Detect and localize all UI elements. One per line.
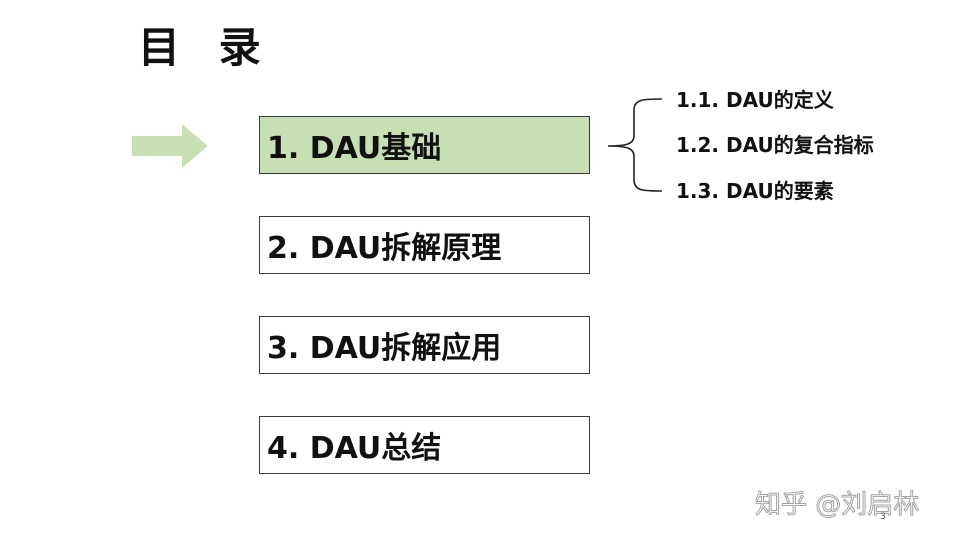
right-arrow-icon: [132, 124, 208, 168]
subsection-item-2[interactable]: 1.2. DAU的复合指标: [676, 133, 874, 157]
toc-item-2[interactable]: 2. DAU拆解原理: [259, 216, 590, 274]
subsection-item-1[interactable]: 1.1. DAU的定义: [676, 88, 834, 112]
toc-item-3[interactable]: 3. DAU拆解应用: [259, 316, 590, 374]
page-title: 目 录: [138, 23, 273, 72]
watermark: 知乎 @刘启林: [754, 490, 920, 521]
subsection-item-3[interactable]: 1.3. DAU的要素: [676, 179, 834, 203]
toc-item-label: 2. DAU拆解原理: [267, 231, 502, 266]
toc-item-1[interactable]: 1. DAU基础: [259, 116, 590, 174]
toc-item-label: 1. DAU基础: [267, 131, 442, 166]
toc-item-4[interactable]: 4. DAU总结: [259, 416, 590, 474]
toc-item-label: 4. DAU总结: [267, 431, 442, 466]
curly-brace-icon: [607, 98, 663, 192]
page-number: 3: [880, 512, 886, 522]
toc-item-label: 3. DAU拆解应用: [267, 331, 502, 366]
